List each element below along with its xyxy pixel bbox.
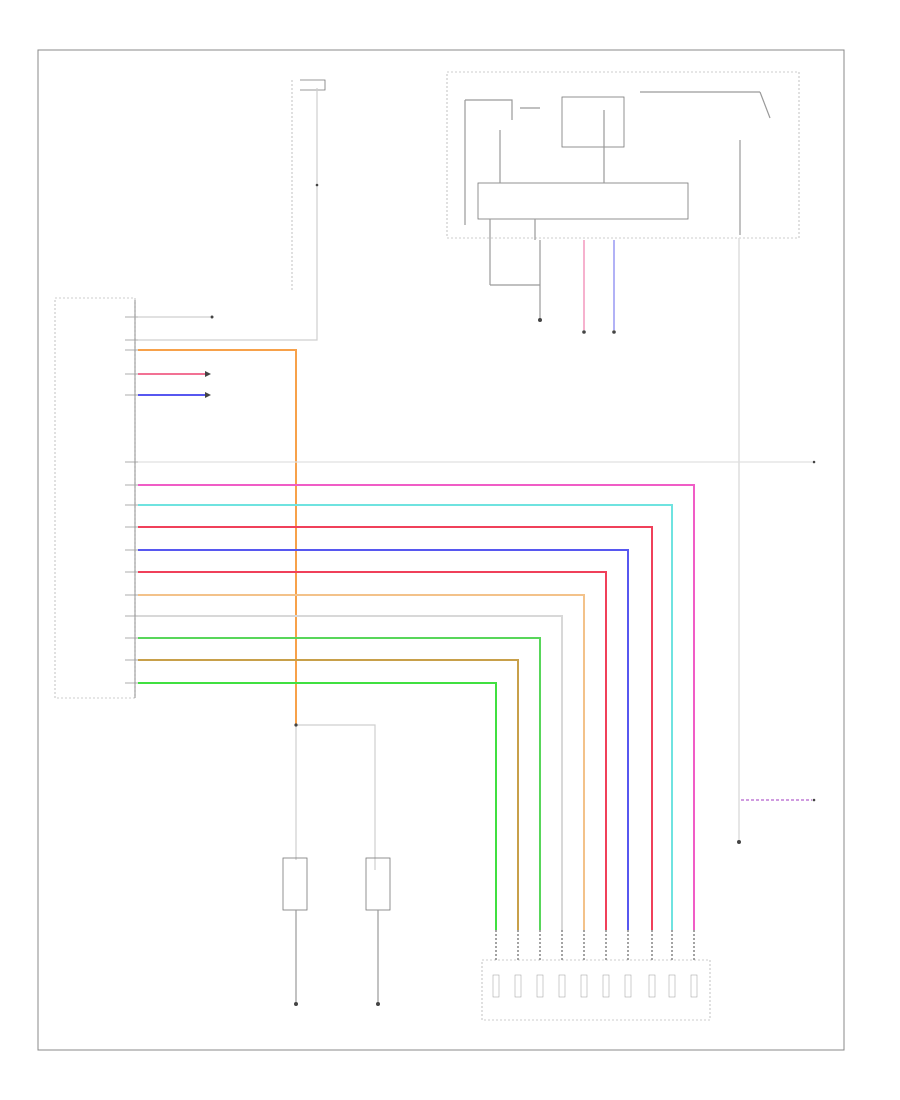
bottom-left-sensors [282,723,391,1006]
bus-wire-1 [138,484,695,930]
control-unit-pins [125,316,138,684]
top-center-fuse-group [291,79,326,341]
bus-wire-10 [138,682,497,930]
diagram-frame [37,49,845,1051]
combination-switch-box [481,959,711,1021]
wire-orange-main [138,349,297,725]
switch-terminal-9 [668,974,676,998]
switch-terminal-6 [602,974,610,998]
bus-wires [138,484,695,930]
ground-icon [376,1002,380,1006]
bus-wire-4 [138,549,629,930]
connector-arrow-icon [205,371,211,377]
switch-terminal-1 [492,974,500,998]
bus-wire-6 [138,594,585,930]
ground-icon [538,318,542,322]
combination-switch-pins [492,930,698,998]
bus-wire-2 [138,504,673,930]
switch-terminal-10 [690,974,698,998]
splice-dot [315,183,319,187]
switch-terminal-7 [624,974,632,998]
ground-icon [294,1002,298,1006]
bus-wire-5 [138,571,607,930]
control-unit-box [54,297,136,699]
connector-arrow-icon [205,392,211,398]
bus-wire-9 [138,659,519,930]
switch-terminal-3 [536,974,544,998]
bus-wire-7 [138,615,563,930]
switch-terminal-5 [580,974,588,998]
bus-wire-3 [138,526,653,930]
switch-terminal-8 [648,974,656,998]
switch-terminal-2 [514,974,522,998]
top-right-relay-box [446,71,800,322]
ground-icon [737,840,741,844]
switch-terminal-4 [558,974,566,998]
bus-wire-8 [138,637,541,930]
